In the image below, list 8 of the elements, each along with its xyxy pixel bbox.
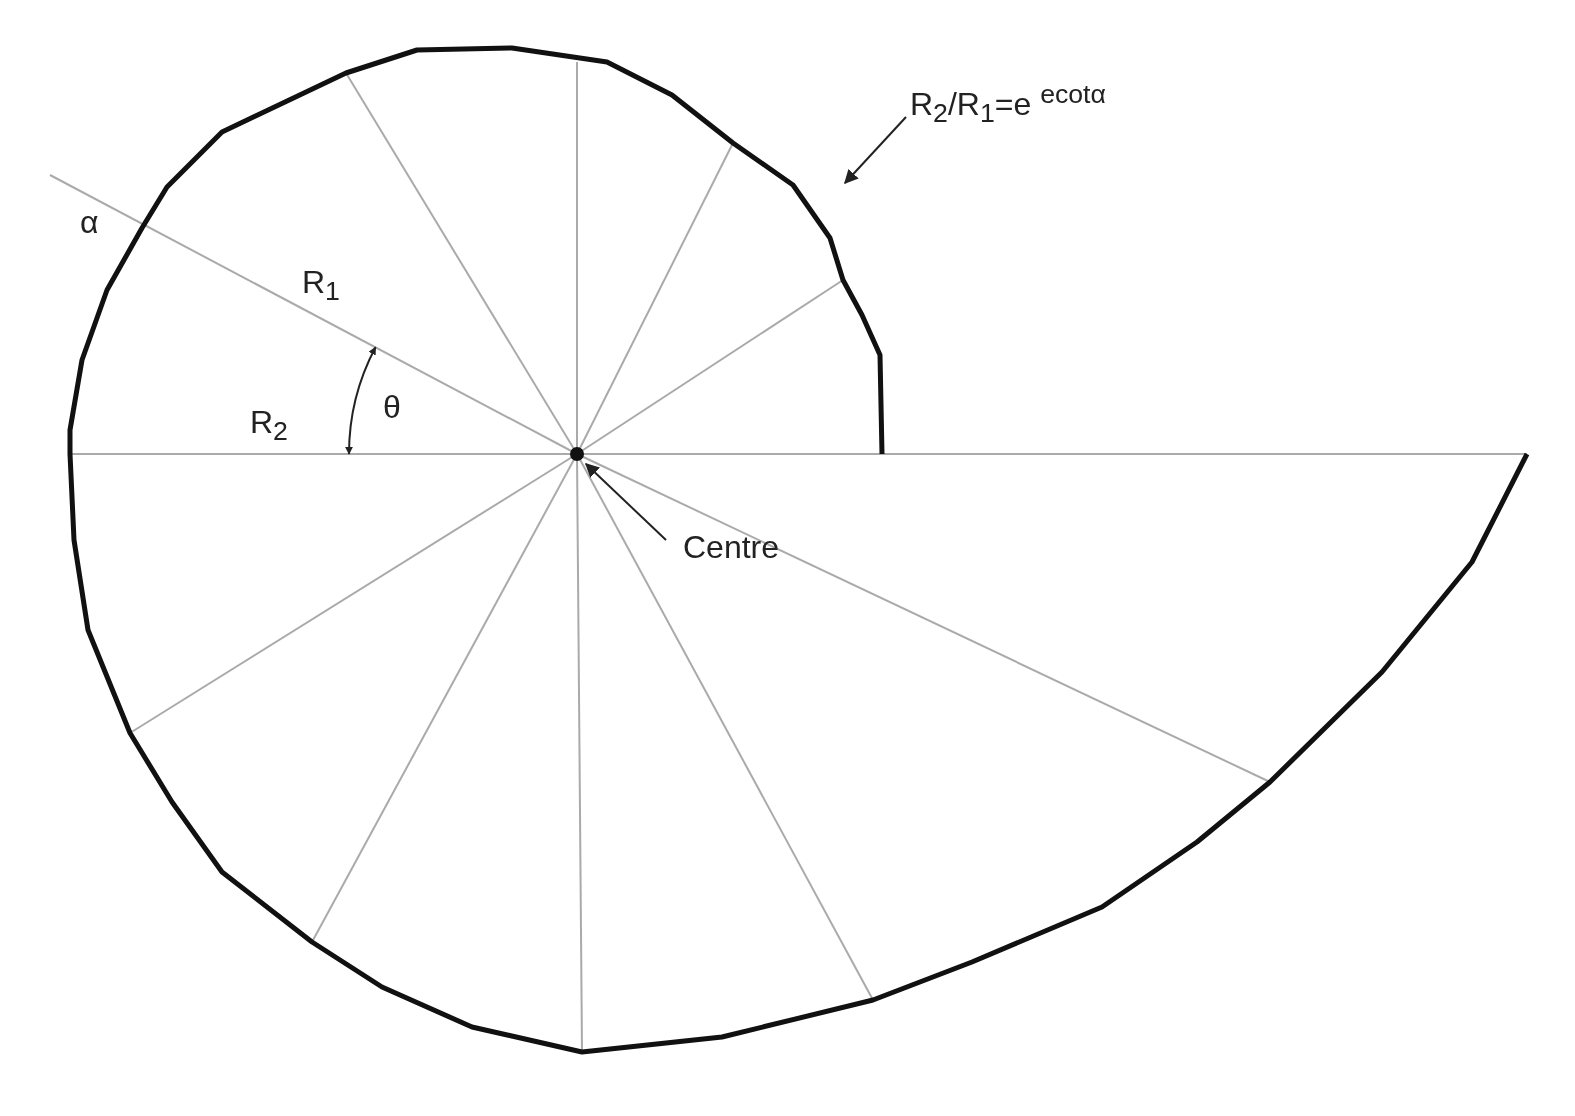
radius-label: R$_{1}$: [302, 265, 340, 307]
callout-label: Centre: [683, 530, 780, 566]
radius-label: R$_{2}$: [250, 405, 288, 447]
angle-label: θ: [383, 390, 401, 426]
angle-label: α: [80, 205, 99, 241]
leader-arrow: [585, 463, 667, 541]
leader-arrow: [844, 116, 907, 185]
formula-label: R$_{2}$/R$_{1}$=e $^{ecotα}$: [910, 80, 1106, 129]
